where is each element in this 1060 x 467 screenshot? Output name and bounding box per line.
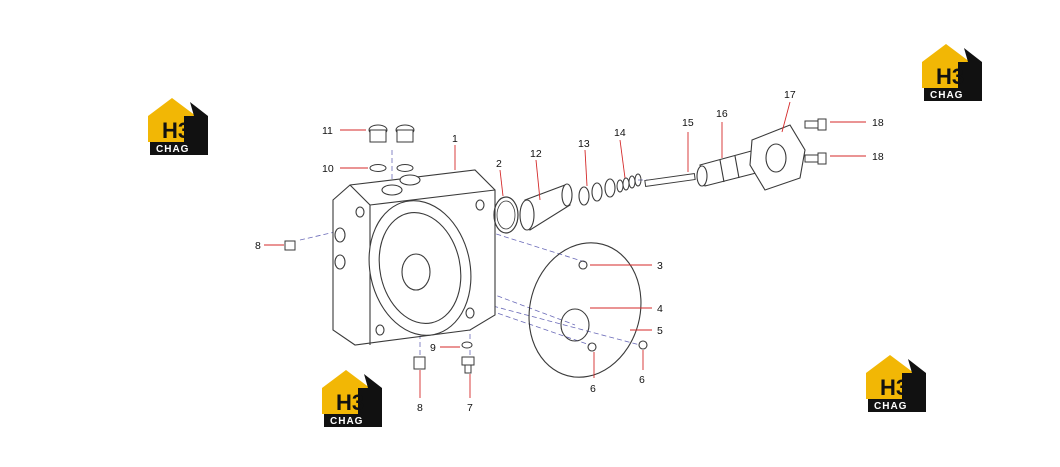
callouts: 1 2 3 4 5 6 6 7 8 8 9 10 11 12 13 14 15 … <box>255 89 884 414</box>
callout-3: 3 <box>657 260 663 272</box>
callout-8: 8 <box>417 402 423 414</box>
callout-5: 5 <box>657 325 663 337</box>
callout-1: 1 <box>452 133 458 145</box>
callout-15: 15 <box>682 117 694 129</box>
top-fittings <box>368 124 415 172</box>
valve-sleeve <box>519 183 573 231</box>
logo-caption: CHAG <box>330 416 363 427</box>
callout-6: 6 <box>590 383 596 395</box>
logo-caption: CHAG <box>930 90 963 101</box>
callout-4: 4 <box>657 303 663 315</box>
logo-mark: H3 <box>336 390 364 415</box>
callout-18: 18 <box>872 117 884 129</box>
gasket-plate <box>528 242 648 378</box>
callout-11: 11 <box>322 125 333 137</box>
bolts <box>804 118 827 165</box>
callout-18: 18 <box>872 151 884 163</box>
small-plugs <box>284 240 475 374</box>
watermark-logo: H3 CHAG <box>148 98 208 155</box>
callout-6: 6 <box>639 374 645 386</box>
logo-mark: H3 <box>162 118 190 143</box>
callout-9: 9 <box>430 342 436 354</box>
spring <box>616 173 642 193</box>
callout-10: 10 <box>322 163 334 175</box>
logo-caption: CHAG <box>874 401 907 412</box>
pump-housing <box>332 169 496 346</box>
callout-7: 7 <box>467 402 473 414</box>
callout-17: 17 <box>784 89 796 101</box>
callout-12: 12 <box>530 148 542 160</box>
seal-rings <box>578 178 616 206</box>
callout-16: 16 <box>716 108 728 120</box>
callout-13: 13 <box>578 138 590 150</box>
cover-flange <box>749 124 806 191</box>
callout-14: 14 <box>614 127 626 139</box>
logo-mark: H3 <box>880 375 908 400</box>
spool <box>644 172 696 188</box>
callout-2: 2 <box>496 158 502 170</box>
logo-mark: H3 <box>936 64 964 89</box>
leader-lines <box>264 101 866 398</box>
logo-caption: CHAG <box>156 144 189 155</box>
watermark-logo: H3 CHAG <box>866 355 926 412</box>
callout-8: 8 <box>255 240 261 252</box>
o-ring-2 <box>493 196 519 234</box>
watermark-logo: H3 CHAG <box>922 44 982 101</box>
watermark-logo: H3 CHAG <box>322 370 382 427</box>
